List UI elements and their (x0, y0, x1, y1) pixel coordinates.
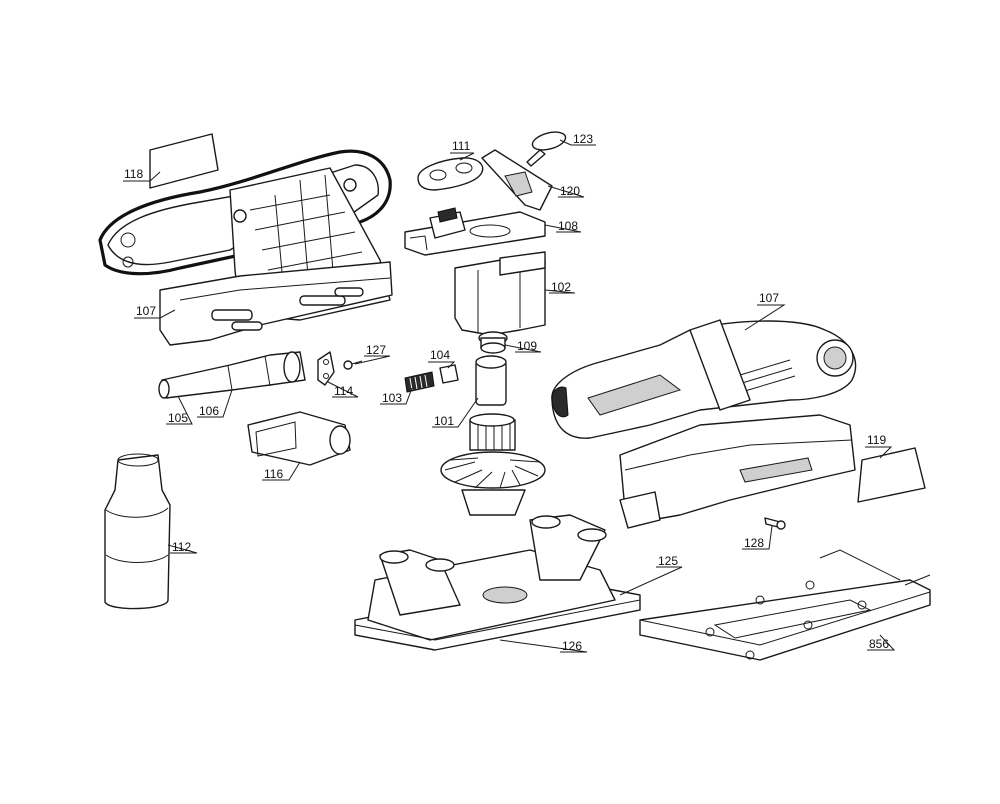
part-102-motor-housing (454, 251, 546, 336)
callout-128: 128 (744, 536, 764, 550)
callout-105: 105 (168, 411, 188, 425)
callout-108: 108 (558, 219, 578, 233)
part-105-106-dust-tube (158, 351, 306, 399)
callout-123: 123 (573, 132, 593, 146)
part-128-screw (764, 517, 786, 530)
callout-125: 125 (658, 554, 678, 568)
leader-lines (123, 139, 896, 653)
part-108-switch-assembly (404, 207, 546, 256)
part-123-knob (526, 131, 567, 167)
callout-856: 856 (869, 637, 889, 651)
part-127-screw (343, 360, 363, 370)
callout-116: 116 (264, 467, 283, 481)
callout-119: 119 (867, 433, 886, 447)
part-114-bracket (317, 351, 335, 386)
callout-120: 120 (560, 184, 580, 198)
callout-101: 101 (434, 414, 454, 428)
part-112-dust-bag (104, 453, 171, 610)
part-125-126-base-plate (354, 514, 641, 651)
part-111-grip (417, 157, 484, 191)
callout-112: 112 (172, 540, 191, 554)
callout-118: 118 (124, 167, 143, 181)
callout-109: 109 (517, 339, 537, 353)
callout-126: 126 (562, 639, 582, 653)
part-119-label-sheet (857, 447, 926, 503)
callout-106: 106 (199, 404, 219, 418)
callout-103: 103 (382, 391, 402, 405)
part-101-armature (469, 355, 516, 451)
part-116-adapter (247, 411, 351, 466)
part-856-sanding-frame (639, 549, 931, 661)
callout-107-left: 107 (136, 304, 156, 318)
callout-102: 102 (551, 280, 571, 294)
callout-107-right: 107 (759, 291, 779, 305)
part-107-assembled-sander (551, 319, 857, 529)
part-118-label-sheet (149, 133, 219, 189)
part-101-fan (440, 451, 546, 516)
part-120-clamp-plate (481, 149, 553, 211)
callout-127: 127 (366, 343, 386, 357)
callout-111: 111 (452, 139, 471, 153)
part-103-spring (404, 371, 435, 393)
part-109-bearing (478, 331, 508, 354)
callout-114: 114 (334, 384, 353, 398)
part-107-left-housing (98, 149, 393, 346)
callout-104: 104 (430, 348, 450, 362)
callout-labels: 118 111 123 120 108 102 107 107 109 127 … (124, 132, 889, 653)
